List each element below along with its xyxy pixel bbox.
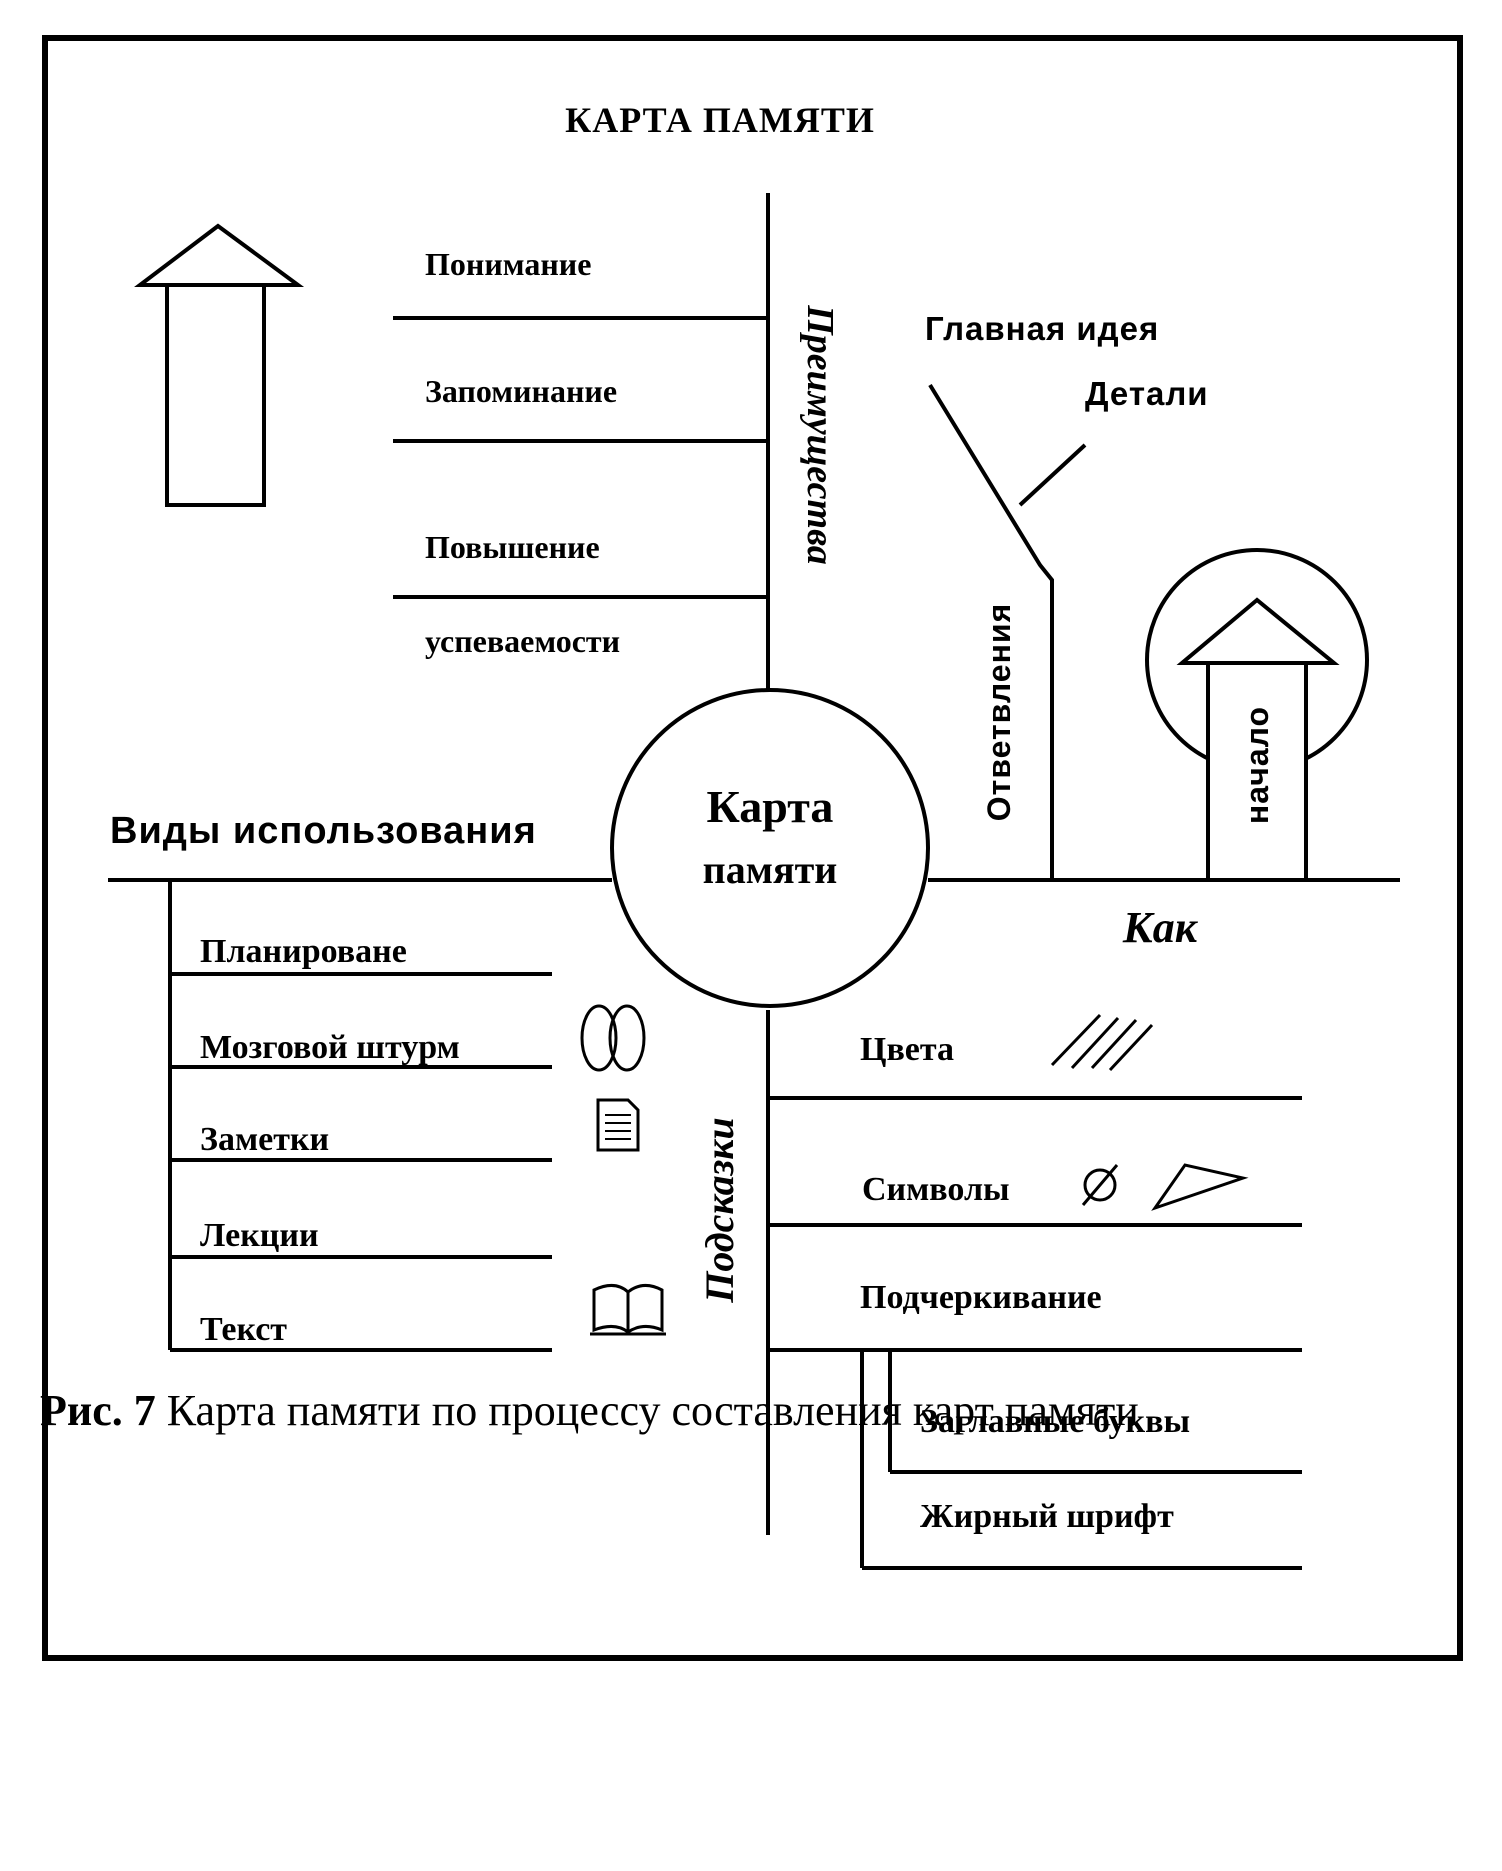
up-arrow-icon bbox=[134, 223, 305, 507]
hints-item: Символы bbox=[862, 1171, 1010, 1208]
advantages-branch: Понимание Запоминание Повышение успеваем… bbox=[393, 193, 841, 727]
how-details: Детали bbox=[1085, 375, 1209, 412]
advantages-item: Повышение bbox=[425, 529, 600, 565]
uses-item: Мозговой штурм bbox=[200, 1029, 460, 1066]
how-main-idea: Главная идея bbox=[925, 310, 1159, 347]
how-start: начало bbox=[1239, 706, 1275, 824]
caption-text: Карта памяти по процессу составления кар… bbox=[155, 1386, 1139, 1435]
brain-icon bbox=[580, 1004, 646, 1072]
uses-item: Планироване bbox=[200, 933, 407, 970]
uses-label: Виды использования bbox=[110, 810, 537, 852]
central-node-line2: памяти bbox=[703, 847, 838, 892]
advantages-label: Преимущества bbox=[799, 304, 841, 565]
how-label: Как bbox=[1122, 903, 1199, 952]
uses-item: Лекции bbox=[200, 1217, 319, 1254]
triangle-icon bbox=[1151, 1163, 1249, 1211]
start-arrow-icon bbox=[1145, 548, 1369, 882]
how-branch: Главная идея Детали Ответвления начало К… bbox=[925, 310, 1369, 952]
diagram-title: КАРТА ПАМЯТИ bbox=[565, 100, 875, 140]
uses-item: Заметки bbox=[200, 1121, 329, 1158]
how-branches: Ответвления bbox=[981, 603, 1017, 821]
open-book-icon bbox=[590, 1284, 666, 1336]
empty-set-icon bbox=[1081, 1164, 1119, 1206]
advantages-item: Запоминание bbox=[425, 373, 617, 409]
uses-item: Текст bbox=[200, 1311, 287, 1348]
hints-label: Подсказки bbox=[697, 1117, 742, 1304]
hints-branch: Подсказки Цвета Символы Подчеркивание За… bbox=[697, 1031, 1302, 1570]
uses-branch: Виды использования Планироване Мозговой … bbox=[110, 810, 552, 1352]
central-node-line1: Карта bbox=[707, 781, 834, 832]
hints-item: Заглавные буквы bbox=[920, 1403, 1190, 1440]
hints-item: Жирный шрифт bbox=[920, 1498, 1174, 1535]
advantages-item: успеваемости bbox=[425, 623, 620, 659]
color-strokes-icon bbox=[1050, 1013, 1154, 1072]
figure-caption: Рис. 7 Карта памяти по процессу составле… bbox=[40, 1385, 1139, 1436]
hints-item: Цвета bbox=[860, 1031, 954, 1068]
caption-number: Рис. 7 bbox=[40, 1386, 156, 1435]
advantages-item: Понимание bbox=[425, 246, 591, 282]
diagram-frame bbox=[42, 35, 1463, 1661]
central-node: Карта памяти bbox=[610, 688, 930, 1008]
document-icon bbox=[596, 1098, 640, 1152]
hints-item: Подчеркивание bbox=[860, 1279, 1102, 1316]
